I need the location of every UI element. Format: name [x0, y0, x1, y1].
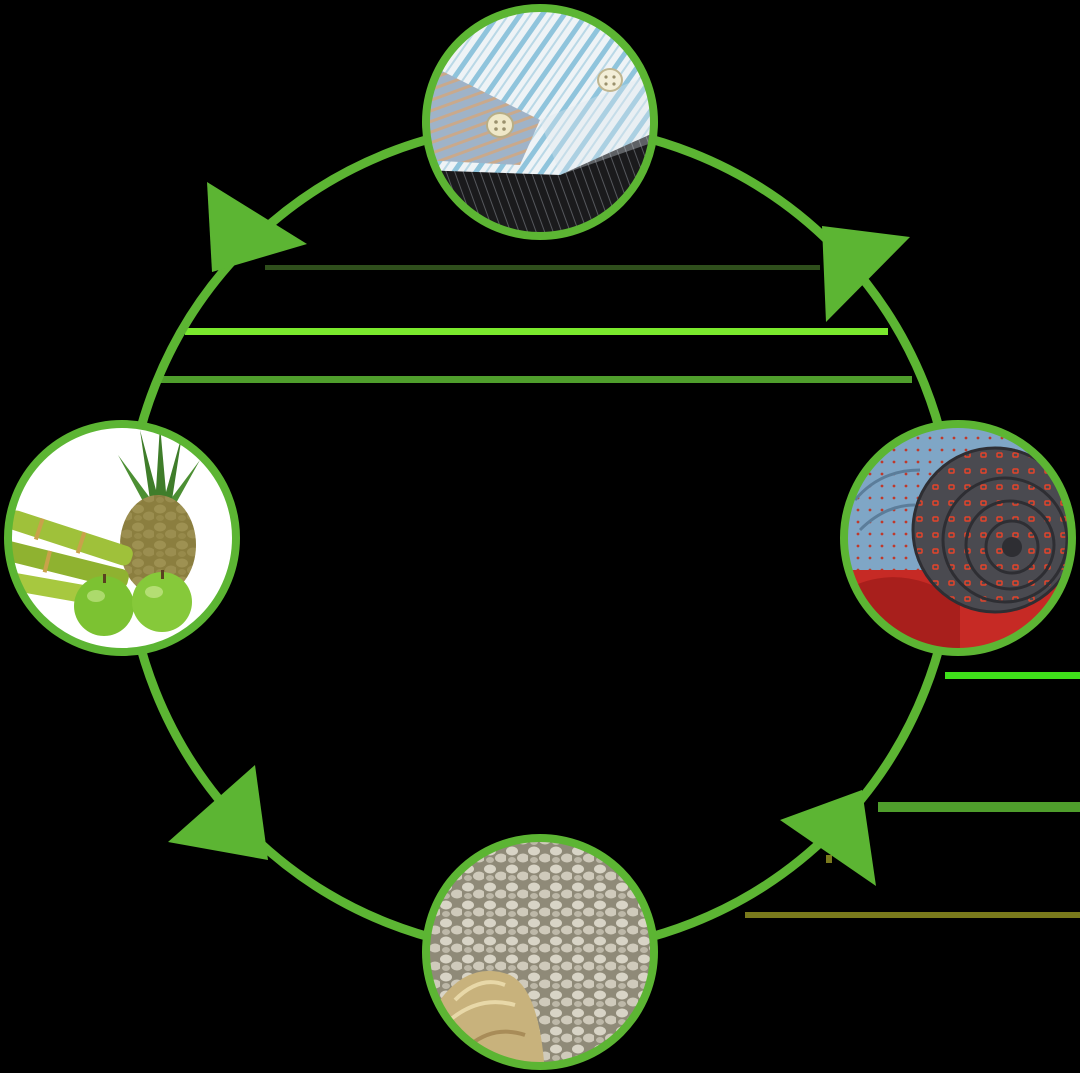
plastic-pellets-photo [422, 834, 658, 1070]
decorative-bars [160, 265, 1080, 918]
arrow-bottom-right-icon [780, 790, 876, 886]
bar-dark-top [265, 265, 820, 270]
bar-olive-tick [826, 855, 832, 863]
arrow-top-left-icon [207, 182, 307, 272]
sugarcane-pineapple-apple-photo [4, 420, 240, 656]
arrow-top-right-icon [822, 226, 910, 322]
bar-vivid-right [945, 672, 1080, 679]
bar-bright [185, 328, 888, 335]
bar-olive-right [745, 912, 1080, 918]
striped-shirts-photo [422, 4, 658, 240]
arrow-bottom-left-icon [168, 765, 268, 860]
bar-mid [160, 376, 912, 383]
bar-green-right [878, 802, 1080, 812]
rolled-ties-photo [840, 420, 1076, 656]
